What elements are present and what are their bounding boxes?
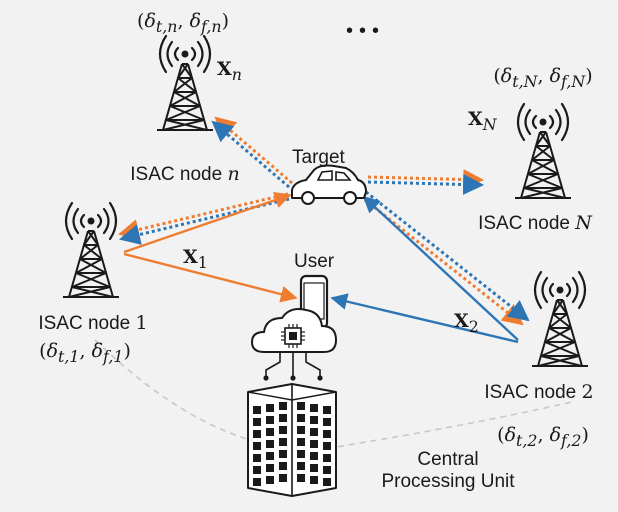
sensing-link-target-node-n [211,116,293,189]
node-label-1: ISAC node 1 [38,312,148,334]
building-window [266,464,274,472]
building-window [253,406,261,414]
node-label-n: ISAC node n [130,163,240,185]
sensing-link-target-node-2 [359,190,530,326]
sensing-link-target-node-N [367,169,485,195]
building-window [279,402,287,410]
tower-icon-node-2 [530,270,590,368]
building-window [297,450,305,458]
building-window [297,426,305,434]
signal-label-node-N: XN [468,108,497,134]
building-window [266,416,274,424]
building-window [279,450,287,458]
building-window [323,430,331,438]
building-window [310,440,318,448]
building-window [253,478,261,486]
cloud-chip-icon [250,308,338,381]
building-window [297,414,305,422]
user-label: User [294,251,335,272]
target-label: Target [292,147,345,168]
building-window [266,452,274,460]
building-window [253,454,261,462]
building-window [253,418,261,426]
node-label-N: ISAC node N [478,212,592,234]
building-window [297,474,305,482]
building-window [279,474,287,482]
signal-label-node-n: Xn [217,58,242,84]
building-window [310,428,318,436]
building-window [279,438,287,446]
clock-offset-node-1: (δt,1, δf,1) [39,340,131,366]
tx-link-node-1-target [123,191,292,254]
tx-link-node-2-user [330,293,519,344]
backhaul-link [94,339,573,450]
signal-label-node-2: X2 [454,310,479,336]
building-window [310,404,318,412]
building-window [266,428,274,436]
tower-icon-node-n [155,34,215,132]
building-window [323,478,331,486]
building-window [297,462,305,470]
clock-offset-node-2: (δt,2, δf,2) [497,424,589,450]
clock-offset-node-N: (δt,N, δf,N) [493,65,593,91]
building-window [266,476,274,484]
building-window [310,464,318,472]
building-window [297,438,305,446]
building-window [323,406,331,414]
building-window [310,452,318,460]
building-window [297,402,305,410]
building-window [279,426,287,434]
car-icon [291,164,367,205]
tx-link-node-2-target [362,195,519,341]
building-window [253,442,261,450]
building-window [253,430,261,438]
sensing-link-target-node-1 [117,192,290,245]
building-window [310,476,318,484]
building-icon [247,383,337,497]
building-window [266,440,274,448]
building-window [279,462,287,470]
tower-icon-node-1 [61,201,121,299]
building-window [310,416,318,424]
tx-link-node-1-user [123,252,298,303]
building-window [323,418,331,426]
tower-icon-node-N [513,102,573,200]
building-window [323,442,331,450]
clock-offset-node-n: (δt,n, δf,n) [137,10,229,36]
building-window [279,414,287,422]
node-label-2: ISAC node 2 [484,381,594,403]
building-window [323,466,331,474]
ellipsis: ••• [346,20,386,42]
signal-label-node-1: X1 [183,246,208,272]
building-window [323,454,331,462]
building-window [253,466,261,474]
building-window [266,404,274,412]
